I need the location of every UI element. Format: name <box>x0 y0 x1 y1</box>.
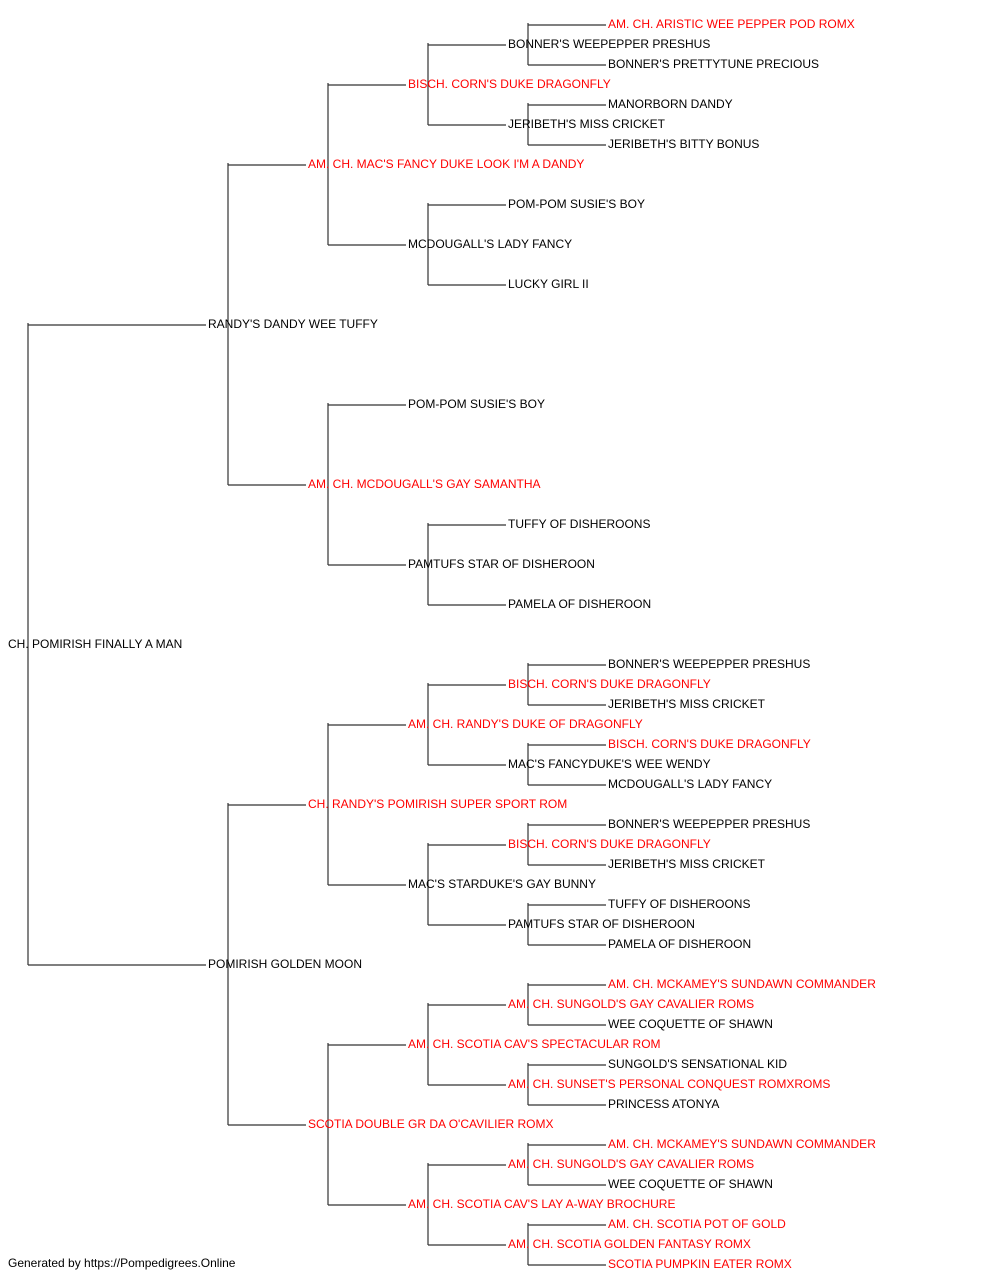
ancestor-name: AM. CH. SUNGOLD'S GAY CAVALIER ROMS <box>508 997 754 1011</box>
ancestor-name: PAMELA OF DISHEROON <box>508 597 651 611</box>
ancestor-name: CH. RANDY'S POMIRISH SUPER SPORT ROM <box>308 797 567 811</box>
ancestor-name: BISCH. CORN'S DUKE DRAGONFLY <box>508 677 711 691</box>
ancestor-name: AM. CH. MCKAMEY'S SUNDAWN COMMANDER <box>608 977 876 991</box>
ancestor-name: BONNER'S WEEPEPPER PRESHUS <box>508 37 710 51</box>
ancestor-name: LUCKY GIRL II <box>508 277 589 291</box>
ancestor-name: BISCH. CORN'S DUKE DRAGONFLY <box>608 737 811 751</box>
ancestor-name: POM-POM SUSIE'S BOY <box>508 197 645 211</box>
ancestor-name: SCOTIA PUMPKIN EATER ROMX <box>608 1257 792 1271</box>
connector-lines <box>27 23 606 1266</box>
ancestor-name: AM. CH. SCOTIA CAV'S LAY A-WAY BROCHURE <box>408 1197 675 1211</box>
ancestor-name: SUNGOLD'S SENSATIONAL KID <box>608 1057 787 1071</box>
ancestor-name: MCDOUGALL'S LADY FANCY <box>408 237 572 251</box>
ancestor-name: TUFFY OF DISHEROONS <box>508 517 650 531</box>
ancestor-name: PAMELA OF DISHEROON <box>608 937 751 951</box>
ancestor-name: WEE COQUETTE OF SHAWN <box>608 1177 773 1191</box>
ancestor-name: AM. CH. MCDOUGALL'S GAY SAMANTHA <box>308 477 541 491</box>
ancestor-name: JERIBETH'S BITTY BONUS <box>608 137 759 151</box>
ancestor-name: POMIRISH GOLDEN MOON <box>208 957 362 971</box>
ancestor-name: POM-POM SUSIE'S BOY <box>408 397 545 411</box>
ancestor-name: JERIBETH'S MISS CRICKET <box>608 857 766 871</box>
ancestor-name: SCOTIA DOUBLE GR DA O'CAVILIER ROMX <box>308 1117 553 1131</box>
ancestor-name: JERIBETH'S MISS CRICKET <box>508 117 666 131</box>
ancestor-name: MANORBORN DANDY <box>608 97 733 111</box>
ancestor-name: AM. CH. SCOTIA POT OF GOLD <box>608 1217 786 1231</box>
ancestor-name: PAMTUFS STAR OF DISHEROON <box>508 917 695 931</box>
pedigree-labels: CH. POMIRISH FINALLY A MAN RANDY'S DANDY … <box>8 17 876 1271</box>
ancestor-name: JERIBETH'S MISS CRICKET <box>608 697 766 711</box>
footer-credit: Generated by https://Pompedigrees.Online <box>8 1256 236 1270</box>
ancestor-name: MAC'S FANCYDUKE'S WEE WENDY <box>508 757 711 771</box>
subject-dog-name: CH. POMIRISH FINALLY A MAN <box>8 637 182 651</box>
ancestor-name: AM. CH. SCOTIA CAV'S SPECTACULAR ROM <box>408 1037 661 1051</box>
ancestor-name: BONNER'S WEEPEPPER PRESHUS <box>608 657 810 671</box>
ancestor-name: AM. CH. SUNSET'S PERSONAL CONQUEST ROMXR… <box>508 1077 830 1091</box>
ancestor-name: MAC'S STARDUKE'S GAY BUNNY <box>408 877 596 891</box>
ancestor-name: RANDY'S DANDY WEE TUFFY <box>208 317 378 331</box>
ancestor-name: BISCH. CORN'S DUKE DRAGONFLY <box>508 837 711 851</box>
ancestor-name: BISCH. CORN'S DUKE DRAGONFLY <box>408 77 611 91</box>
ancestor-name: AM. CH. RANDY'S DUKE OF DRAGONFLY <box>408 717 643 731</box>
ancestor-name: PRINCESS ATONYA <box>608 1097 719 1111</box>
ancestor-name: BONNER'S WEEPEPPER PRESHUS <box>608 817 810 831</box>
ancestor-name: AM. CH. ARISTIC WEE PEPPER POD ROMX <box>608 17 855 31</box>
ancestor-name: TUFFY OF DISHEROONS <box>608 897 750 911</box>
ancestor-name: BONNER'S PRETTYTUNE PRECIOUS <box>608 57 819 71</box>
ancestor-name: AM. CH. MAC'S FANCY DUKE LOOK I'M A DAND… <box>308 157 584 171</box>
ancestor-name: AM. CH. SCOTIA GOLDEN FANTASY ROMX <box>508 1237 751 1251</box>
ancestor-name: AM. CH. MCKAMEY'S SUNDAWN COMMANDER <box>608 1137 876 1151</box>
ancestor-name: PAMTUFS STAR OF DISHEROON <box>408 557 595 571</box>
ancestor-name: MCDOUGALL'S LADY FANCY <box>608 777 772 791</box>
ancestor-name: WEE COQUETTE OF SHAWN <box>608 1017 773 1031</box>
ancestor-name: AM. CH. SUNGOLD'S GAY CAVALIER ROMS <box>508 1157 754 1171</box>
